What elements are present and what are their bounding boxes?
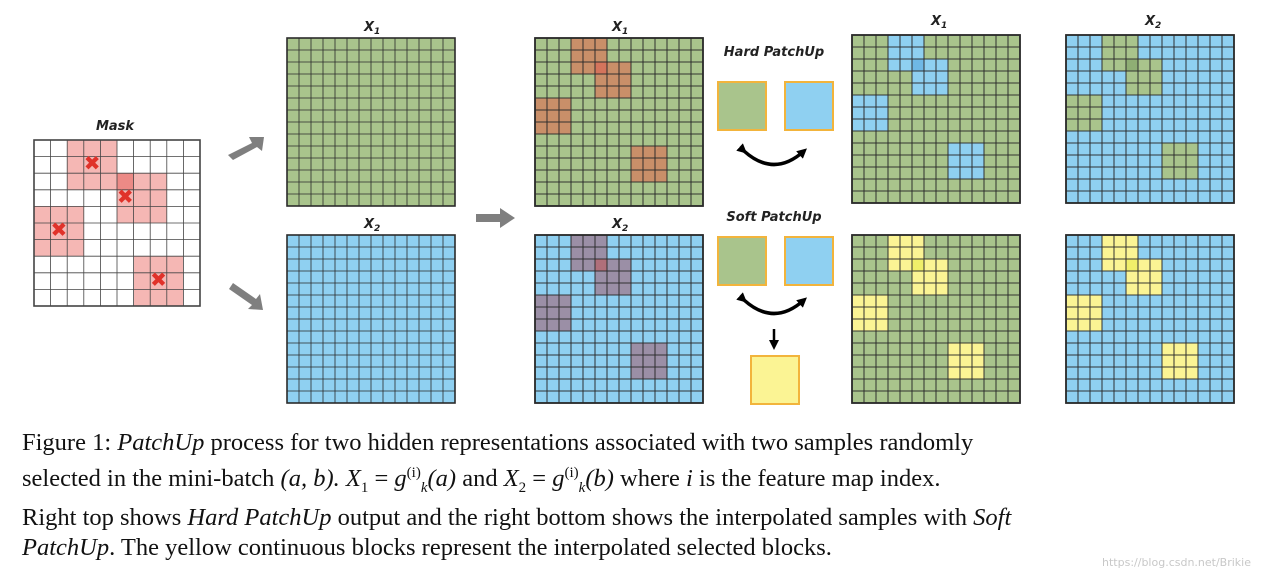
mask-overlap: [117, 173, 134, 190]
soft-x2-patch-3: [1162, 343, 1198, 379]
mask-x-mark-1: ✖: [117, 184, 134, 208]
x2-label-input: X2: [363, 217, 380, 234]
hard-blue-swatch: [784, 81, 834, 131]
hard-x2-grid-top: [1065, 34, 1235, 204]
hard-x2-overlap: [1126, 59, 1138, 71]
mask-patch-3: [133, 256, 184, 306]
x1-masked-patch-3: [631, 146, 667, 182]
x2-masked-overlap: [595, 259, 607, 271]
arrow-mask-to-x1: [228, 137, 264, 160]
x2-masked-patch-3: [631, 343, 667, 379]
mask-patch-0: [67, 140, 117, 190]
hard-x2-patch-3: [1162, 143, 1198, 179]
mask-grid: [33, 139, 201, 307]
x1-label-input: X1: [363, 20, 380, 37]
soft-blue-swatch: [784, 236, 834, 286]
soft-patchup-label: Soft PatchUp: [726, 210, 821, 225]
x2-input-grid: [286, 234, 456, 404]
soft-swap-arrow: [736, 292, 807, 316]
figure-caption: Figure 1: PatchUp process for two hidden…: [22, 428, 1252, 563]
arrow-mask-to-x2: [229, 283, 263, 310]
x2-masked-patch-2: [535, 295, 571, 331]
hard-patchup-label: Hard PatchUp: [724, 45, 824, 60]
x1-masked-patch-2: [535, 98, 571, 134]
caption-line-2: selected in the mini-batch (a, b). X1 = …: [22, 465, 941, 497]
x2-label-output: X2: [1144, 14, 1161, 31]
soft-x2-overlap: [1126, 259, 1138, 271]
hard-x1-patch-2: [852, 95, 888, 131]
soft-x2-grid-top: [1065, 234, 1235, 404]
x2-label-masked: X2: [611, 217, 628, 234]
soft-x1-patch-3: [948, 343, 984, 379]
x1-label-masked: X1: [611, 20, 628, 37]
soft-x2-patch-2: [1066, 295, 1102, 331]
x1-label-output: X1: [930, 14, 947, 31]
x1-masked-overlap: [595, 62, 607, 74]
soft-x1-grid-top: [851, 234, 1021, 404]
x1-input-grid: [286, 37, 456, 207]
hard-green-swatch: [717, 81, 767, 131]
soft-x1-patch-2: [852, 295, 888, 331]
mask-x-mark-2: ✖: [51, 218, 68, 242]
hard-x1-patch-3: [948, 143, 984, 179]
x1-masked-grid-top: [534, 37, 704, 207]
caption-line-3: Right top shows Hard PatchUp output and …: [22, 504, 1012, 532]
caption-line-4: PatchUp. The yellow continuous blocks re…: [22, 534, 832, 562]
soft-green-swatch: [717, 236, 767, 286]
arrow-to-masked: [476, 208, 515, 228]
patchup-diagram: ✖ ✖ ✖ ✖ Mask X1 X2 X1 X2 X1 X2 Hard PatchUp…: [33, 14, 1235, 405]
mask-patch-2: [34, 206, 84, 257]
mask-x-mark-3: ✖: [150, 267, 167, 291]
soft-x1-overlap: [912, 259, 924, 271]
hard-x1-grid-top: [851, 34, 1021, 204]
caption-line-1: Figure 1: PatchUp process for two hidden…: [22, 429, 974, 456]
x2-masked-grid-top: [534, 234, 704, 404]
soft-yellow-swatch: [750, 355, 800, 405]
mask-label: Mask: [96, 119, 135, 134]
watermark: https://blog.csdn.net/Brikie: [1102, 556, 1251, 569]
hard-x2-patch-2: [1066, 95, 1102, 131]
hard-swap-arrow: [736, 143, 807, 167]
hard-x1-overlap: [912, 59, 924, 71]
mask-x-mark-0: ✖: [84, 151, 101, 175]
